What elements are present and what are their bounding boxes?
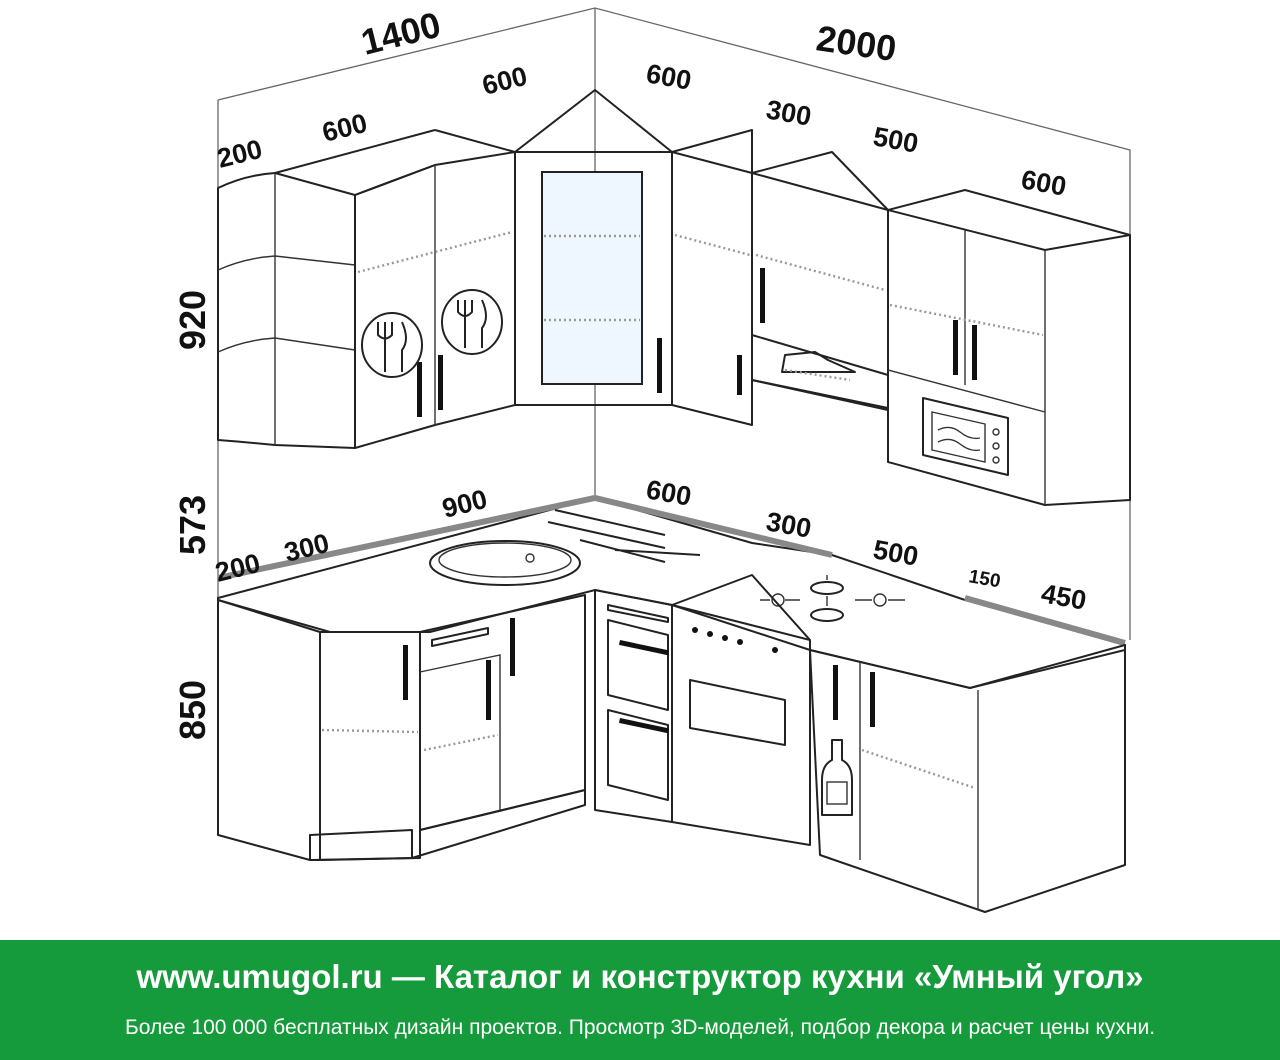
footer-subtitle: Более 100 000 бесплатных дизайн проектов…	[124, 1016, 1156, 1039]
footer-title-link[interactable]: www.umugol.ru — Каталог и конструктор ку…	[136, 958, 1144, 995]
dim-wall-right-total: 2000	[814, 17, 899, 69]
base-drawer-unit	[594, 589, 673, 823]
dim-upper-left-0: 200	[214, 134, 265, 174]
cooktop-icon	[760, 575, 905, 622]
dim-upper-right-0: 600	[644, 58, 694, 95]
dim-upper-left-2: 600	[479, 61, 530, 101]
upper-cabinet-microwave	[887, 189, 1131, 506]
dim-counter-left-2: 900	[439, 484, 490, 524]
dim-upper-right-3: 600	[1019, 164, 1069, 201]
base-cabinets-left	[411, 594, 586, 859]
dim-height-upper: 920	[172, 290, 213, 350]
dim-counter-right-3: 150	[967, 566, 1002, 592]
dim-counter-right-4: 450	[1039, 578, 1089, 615]
dim-counter-right-2: 500	[871, 534, 921, 571]
footer-banner: www.umugol.ru — Каталог и конструктор ку…	[0, 940, 1280, 1060]
dim-upper-left-1: 600	[319, 108, 370, 148]
dim-upper-right-2: 500	[871, 121, 921, 158]
base-corner-cabinet	[217, 599, 421, 861]
upper-cabinets-right	[671, 129, 889, 426]
base-cabinets-right	[809, 644, 1126, 913]
plate-cutlery-icon	[361, 312, 423, 378]
microwave-icon	[922, 397, 1009, 476]
dim-height-base: 850	[172, 680, 213, 740]
dim-counter-left-1: 300	[281, 528, 332, 568]
sink-icon	[429, 509, 701, 586]
upper-corner-glass-cabinet	[514, 89, 673, 406]
oven-icon	[671, 574, 811, 846]
bottle-icon	[821, 739, 853, 816]
dim-counter-left-0: 200	[212, 548, 263, 588]
kitchen-diagram: 1400 2000 200 600 600 600 300 500 600 92…	[172, 4, 1131, 913]
upper-cabinets-left	[274, 129, 516, 449]
range-hood-icon	[751, 334, 889, 411]
dim-height-gap: 573	[172, 495, 213, 555]
plate-cutlery-icon	[441, 289, 503, 355]
dim-wall-left-total: 1400	[357, 4, 445, 63]
dim-counter-right-0: 600	[644, 474, 694, 511]
upper-corner-shelf	[217, 172, 356, 449]
dim-upper-right-1: 300	[764, 94, 814, 131]
